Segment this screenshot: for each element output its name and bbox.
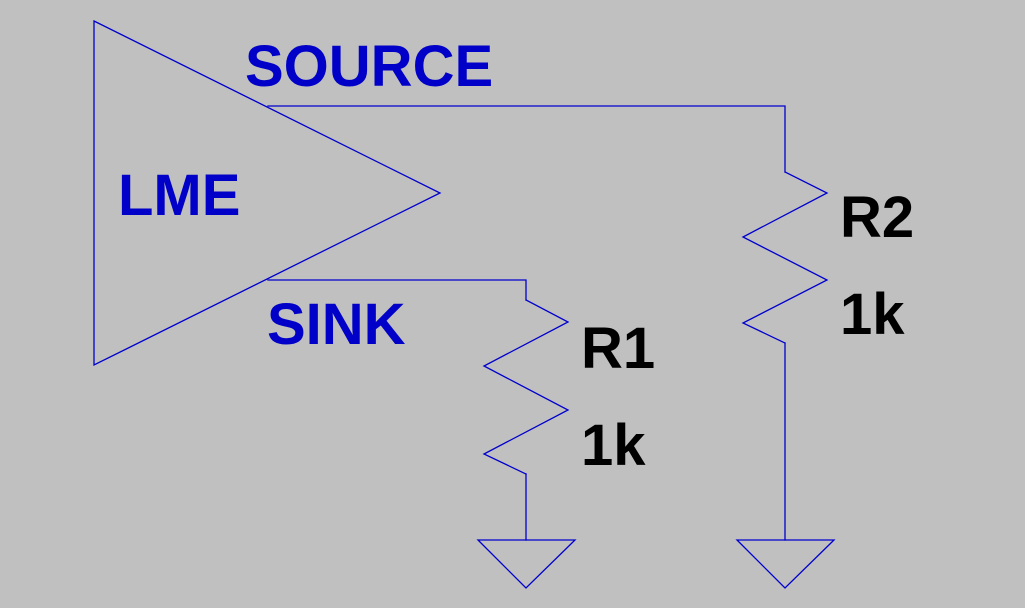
r2-ref-label: R2 xyxy=(840,185,914,250)
ground-1-symbol[interactable] xyxy=(476,539,577,589)
amplifier-name-label: LME xyxy=(118,163,240,228)
r1-ref-label: R1 xyxy=(581,316,655,381)
r1-value-label: 1k xyxy=(581,413,646,478)
sink-net-label: SINK xyxy=(267,292,406,357)
r2-value-label: 1k xyxy=(840,282,905,347)
amplifier-symbol[interactable] xyxy=(93,19,442,367)
ground-2-symbol[interactable] xyxy=(735,539,836,589)
resistor-r2-symbol[interactable] xyxy=(741,171,829,344)
source-net-label: SOURCE xyxy=(245,34,493,99)
resistor-r1-symbol[interactable] xyxy=(482,299,570,475)
sink-wire[interactable] xyxy=(267,279,527,301)
source-wire[interactable] xyxy=(267,105,786,173)
